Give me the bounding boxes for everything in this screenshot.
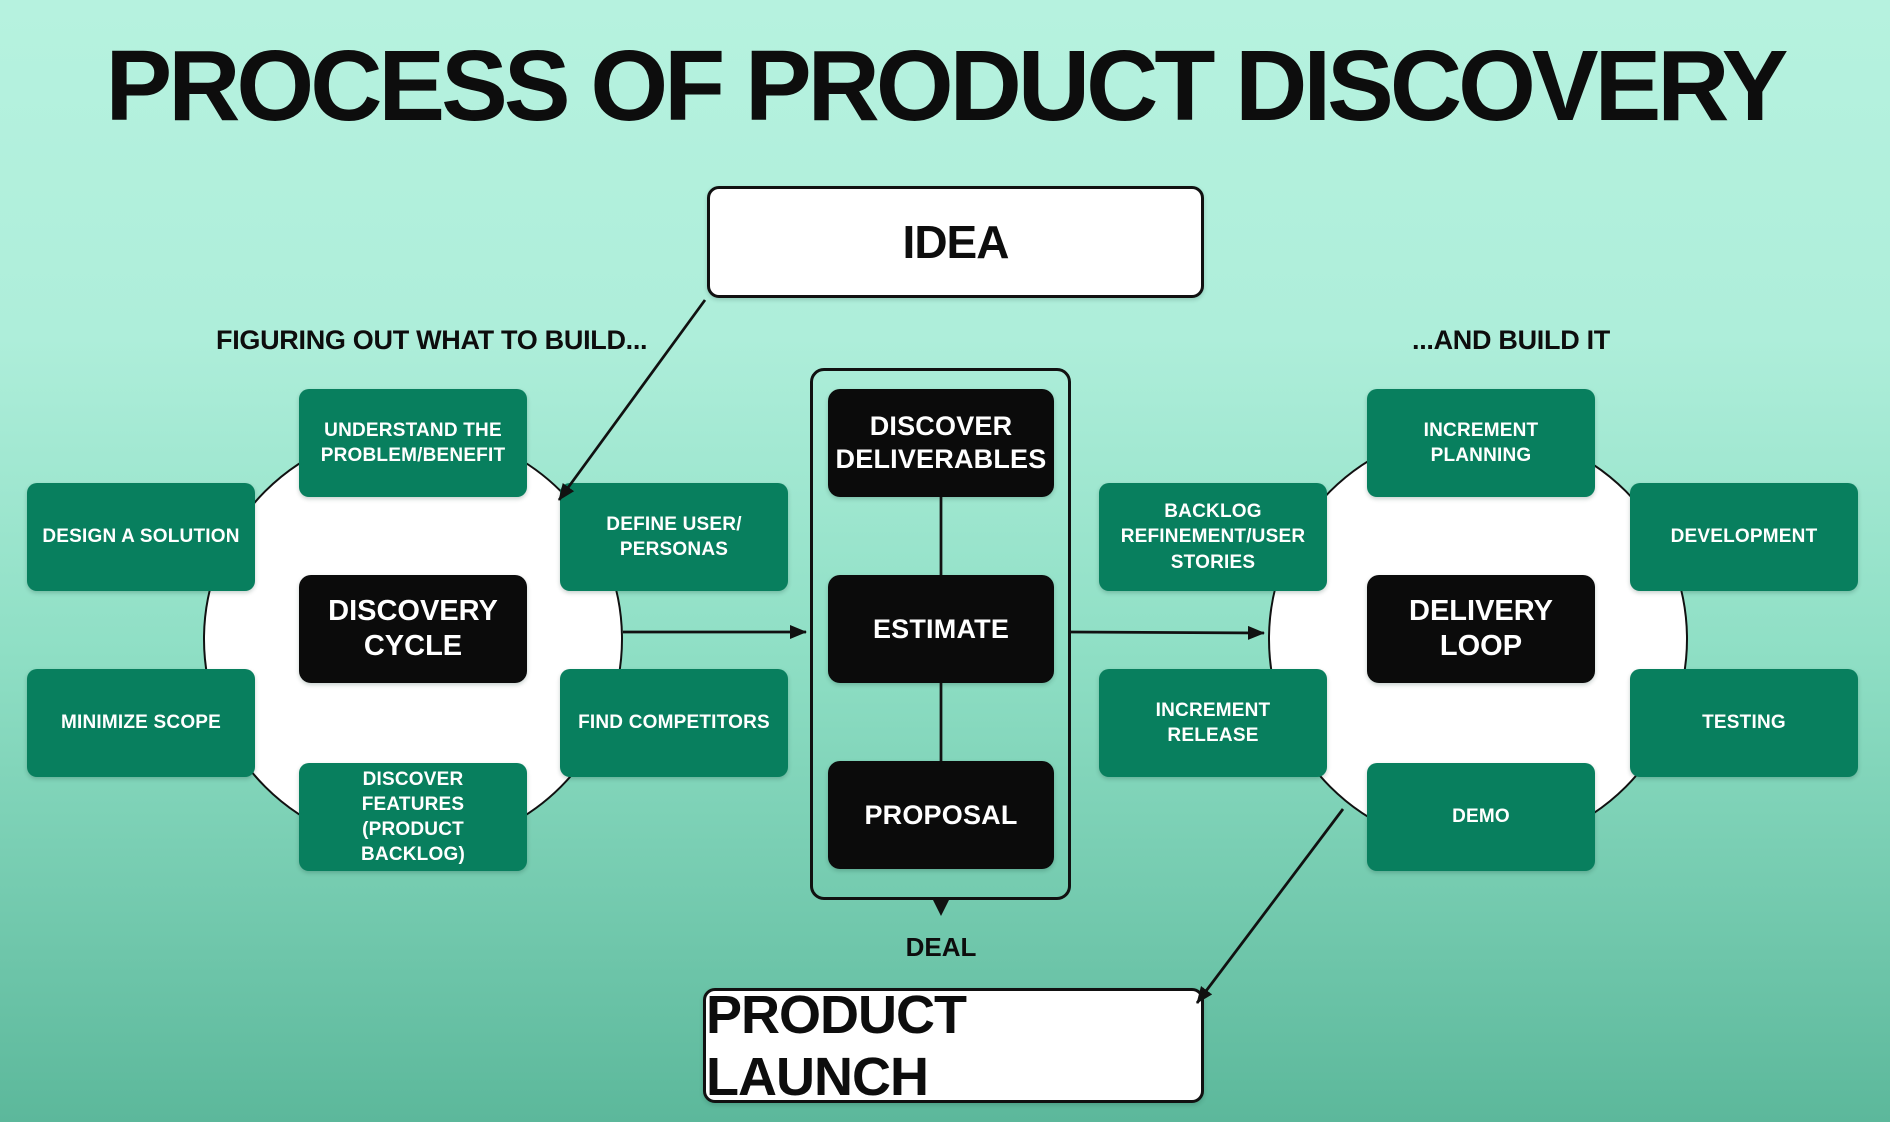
node-delivery-loop: DELIVERY LOOP bbox=[1367, 575, 1595, 683]
node-demo: DEMO bbox=[1367, 763, 1595, 871]
node-increment-release: INCREMENT RELEASE bbox=[1099, 669, 1327, 777]
arrow-estimate-to-delivery bbox=[1070, 625, 1265, 640]
idea-label: IDEA bbox=[902, 216, 1010, 268]
arrow-delivery-to-launch bbox=[1195, 808, 1345, 1004]
node-proposal: PROPOSAL bbox=[828, 761, 1054, 869]
node-discovery-cycle: DISCOVERY CYCLE bbox=[299, 575, 527, 683]
node-design-solution: DESIGN A SOLUTION bbox=[27, 483, 255, 591]
node-understand-problem: UNDERSTAND THE PROBLEM/BENEFIT bbox=[299, 389, 527, 497]
node-discover-deliverables: DISCOVER DELIVERABLES bbox=[828, 389, 1054, 497]
node-backlog-refinement: BACKLOG REFINEMENT/USER STORIES bbox=[1099, 483, 1327, 591]
node-development: DEVELOPMENT bbox=[1630, 483, 1858, 591]
node-testing: TESTING bbox=[1630, 669, 1858, 777]
page-title: PROCESS OF PRODUCT DISCOVERY bbox=[105, 30, 1789, 142]
left-section-label: FIGURING OUT WHAT TO BUILD... bbox=[216, 325, 648, 355]
product-launch-label: PRODUCT LAUNCH bbox=[706, 984, 967, 1107]
node-increment-planning: INCREMENT PLANNING bbox=[1367, 389, 1595, 497]
node-define-user-personas: DEFINE USER/ PERSONAS bbox=[560, 483, 788, 591]
right-section-label: ...AND BUILD IT bbox=[1412, 325, 1610, 355]
product-launch-box: PRODUCT LAUNCH bbox=[703, 985, 1204, 1107]
node-minimize-scope: MINIMIZE SCOPE bbox=[27, 669, 255, 777]
deal-label: DEAL bbox=[905, 932, 977, 962]
node-discover-features: DISCOVER FEATURES (PRODUCT BACKLOG) bbox=[299, 763, 527, 871]
node-estimate: ESTIMATE bbox=[828, 575, 1054, 683]
node-find-competitors: FIND COMPETITORS bbox=[560, 669, 788, 777]
idea-box: IDEA bbox=[707, 186, 1204, 298]
pipeline-deal-arrowhead bbox=[932, 898, 950, 916]
